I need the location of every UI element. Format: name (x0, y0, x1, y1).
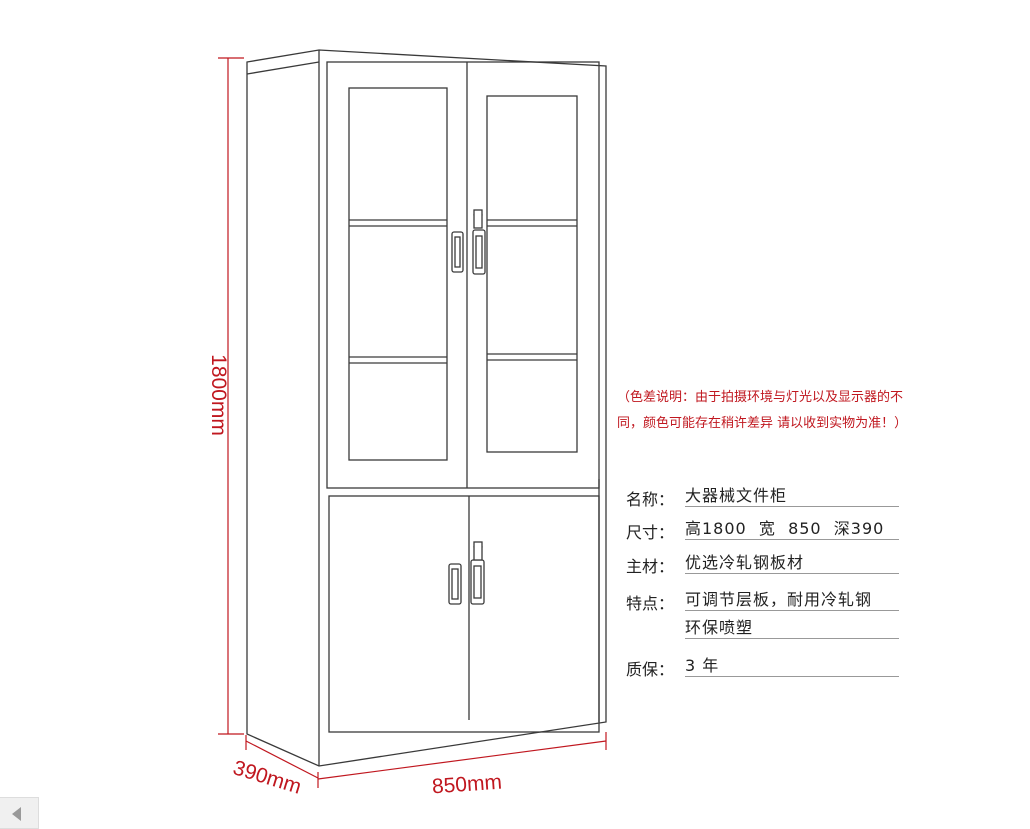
prev-button[interactable] (0, 797, 39, 829)
spec-label: 尺寸： (626, 523, 675, 542)
spec-label: 主材： (626, 557, 675, 576)
color-disclaimer: （色差说明：由于拍摄环境与灯光以及显示器的不同，颜色可能存在稍许差异 请以收到实… (617, 390, 908, 431)
cabinet-outline (246, 49, 607, 767)
spec-value: 3 年 (685, 652, 899, 677)
width-dimension: 850mm (431, 770, 503, 799)
spec-value-2: 环保喷塑 (685, 614, 899, 639)
spec-value: 可调节层板，耐用冷轧钢 (685, 586, 899, 611)
dimension-lines (218, 57, 607, 788)
handles (448, 209, 486, 605)
spec-value: 优选冷轧钢板材 (685, 549, 899, 574)
left-arrow-icon (12, 807, 21, 821)
spec-label: 特点： (626, 594, 675, 613)
height-dimension: 1800mm (206, 354, 230, 436)
spec-value: 高1800 宽 850 深390 (685, 515, 899, 540)
spec-value: 大器械文件柜 (685, 482, 899, 507)
spec-label: 名称： (626, 490, 675, 509)
spec-label: 质保： (626, 660, 675, 679)
